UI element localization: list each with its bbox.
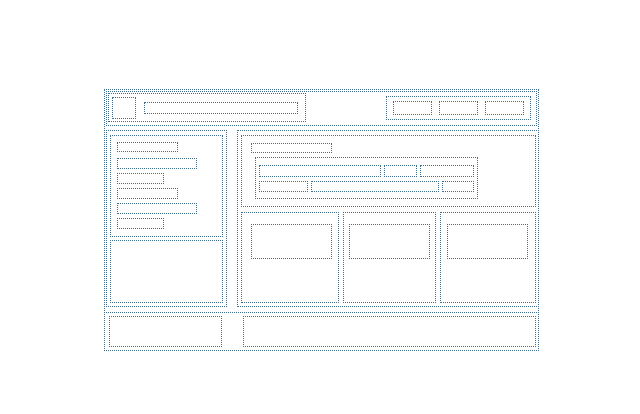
sidebar-item[interactable] <box>117 218 164 229</box>
logo-placeholder[interactable] <box>112 97 136 119</box>
footer-right-block <box>243 316 536 347</box>
sidebar-item[interactable] <box>117 203 197 214</box>
main-content <box>237 130 539 307</box>
table-cell <box>420 165 474 177</box>
card-2-content <box>349 224 430 259</box>
footer-left-block <box>109 316 222 347</box>
footer <box>104 312 539 351</box>
table-cell <box>259 181 308 192</box>
table-cell <box>259 165 381 177</box>
sidebar-item[interactable] <box>117 142 178 152</box>
card-2 <box>343 212 436 303</box>
sidebar-nav-card <box>110 135 223 237</box>
sidebar-bottom-card <box>110 240 223 303</box>
header-left-group <box>108 93 306 122</box>
sidebar-item[interactable] <box>117 188 178 199</box>
data-table <box>255 157 478 199</box>
table-cell <box>442 181 474 192</box>
header-button-3[interactable] <box>485 101 524 115</box>
sidebar <box>106 130 227 307</box>
main-top-panel <box>241 135 536 207</box>
search-bar-placeholder[interactable] <box>144 102 298 114</box>
sidebar-item[interactable] <box>117 158 197 169</box>
header <box>106 91 537 126</box>
card-3-content <box>447 224 528 259</box>
table-cell <box>384 165 417 177</box>
header-actions-group <box>386 96 531 120</box>
header-button-1[interactable] <box>393 101 432 115</box>
table-cell <box>311 181 439 192</box>
card-1-content <box>251 224 332 259</box>
panel-title-placeholder <box>251 143 332 153</box>
header-button-2[interactable] <box>439 101 478 115</box>
card-1 <box>241 212 339 303</box>
sidebar-item[interactable] <box>117 173 164 184</box>
card-3 <box>440 212 536 303</box>
